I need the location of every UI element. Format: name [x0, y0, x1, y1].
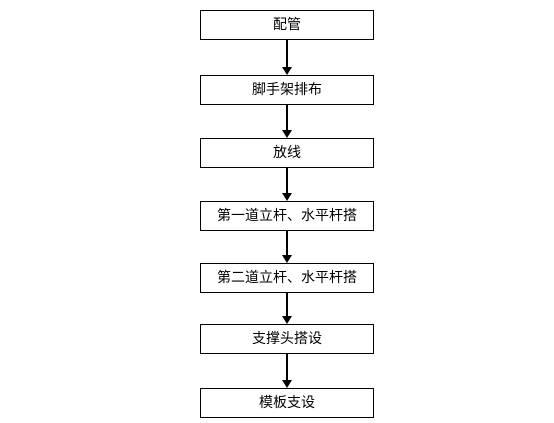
- flow-arrow-5: [282, 293, 292, 324]
- arrow-head-icon: [282, 67, 292, 75]
- flow-step-first-poles: 第一道立杆、水平杆搭: [200, 201, 374, 231]
- arrow-head-icon: [282, 193, 292, 201]
- flow-arrow-2: [282, 105, 292, 138]
- flow-arrow-3: [282, 168, 292, 201]
- flow-step-scaffold-layout: 脚手架排布: [200, 75, 374, 105]
- flow-step-setting-out: 放线: [200, 138, 374, 168]
- arrow-shaft: [286, 354, 288, 381]
- arrow-head-icon: [282, 316, 292, 324]
- arrow-head-icon: [282, 255, 292, 263]
- arrow-shaft: [286, 105, 288, 131]
- arrow-shaft: [286, 293, 288, 317]
- arrow-head-icon: [282, 130, 292, 138]
- arrow-shaft: [286, 168, 288, 194]
- flow-arrow-1: [282, 40, 292, 75]
- flow-arrow-4: [282, 231, 292, 263]
- flow-step-formwork: 模板支设: [200, 388, 374, 418]
- arrow-shaft: [286, 231, 288, 256]
- flow-arrow-6: [282, 354, 292, 388]
- flow-step-piping: 配管: [200, 10, 374, 40]
- flow-step-second-poles: 第二道立杆、水平杆搭: [200, 263, 374, 293]
- arrow-shaft: [286, 40, 288, 68]
- arrow-head-icon: [282, 380, 292, 388]
- flow-step-support-head: 支撑头搭设: [200, 324, 374, 354]
